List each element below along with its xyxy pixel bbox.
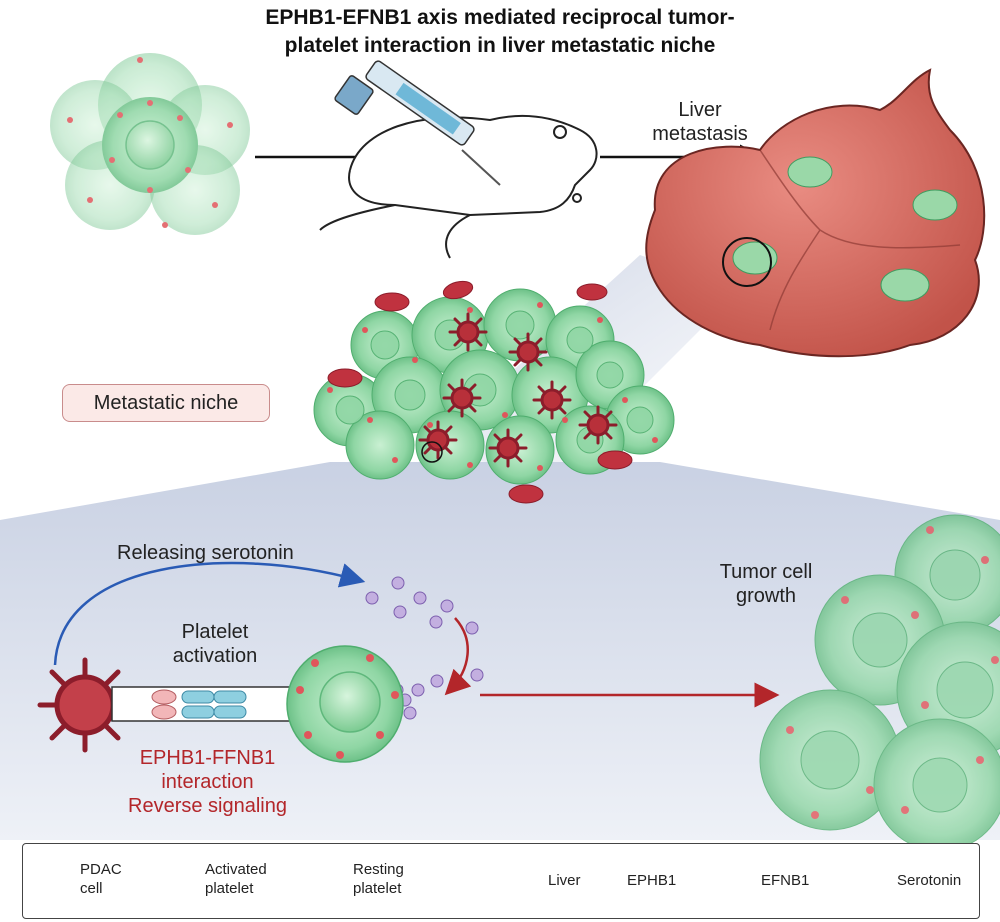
releasing-serotonin-label: Releasing serotonin [117, 542, 294, 564]
title-line-2: platelet interaction in liver metastatic… [284, 34, 716, 57]
liver-metastasis-line-1: Liver [678, 99, 722, 121]
legend-pdac-line-2: cell [80, 880, 103, 897]
receptor-pair [111, 686, 293, 722]
legend-activated-line-1: Activated [205, 861, 267, 878]
legend-serotonin-label: Serotonin [897, 872, 962, 889]
liver-metastasis-line-2: metastasis [652, 123, 748, 145]
legend-efnb1-label: EFNB1 [761, 872, 810, 889]
metastatic-niche-cluster [313, 280, 675, 504]
legend-resting-line-1: Resting [353, 861, 404, 878]
interaction-label: EPHB1-FFNB1 interaction Reverse signalin… [90, 746, 325, 818]
interaction-line-2: interaction [161, 771, 254, 793]
pdac-cell-lower [286, 645, 404, 763]
legend-ephb1-label: EPHB1 [627, 872, 677, 889]
legend-pdac-line-1: PDAC [80, 861, 122, 878]
interaction-line-3: Reverse signaling [128, 795, 287, 817]
legend-resting-line-2: platelet [353, 880, 402, 897]
liver-metastasis-label: Liver metastasis [640, 98, 760, 146]
diagram-title: EPHB1-EFNB1 axis mediated reciprocal tum… [0, 4, 1000, 60]
platelet-activation-line-1: Platelet [181, 621, 249, 643]
legend-pdac-label: PDAC cell [80, 860, 122, 898]
serotonin-uptake-arrow [444, 617, 472, 696]
liver-illustration [645, 68, 986, 358]
lower-panel-background [0, 462, 1000, 840]
mouse-icon [319, 114, 598, 259]
legend-box: PDAC cell Activated platelet Resting pla… [22, 843, 980, 919]
legend-resting-label: Resting platelet [353, 860, 404, 898]
serotonin-release-arrow [53, 561, 366, 666]
interaction-line-1: EPHB1-FFNB1 [139, 747, 276, 769]
tumor-growth-label: Tumor cell growth [696, 560, 836, 608]
syringe-icon [334, 60, 501, 186]
tumor-growth-line-1: Tumor cell [719, 561, 813, 583]
legend-activated-label: Activated platelet [205, 860, 267, 898]
tumor-growth-cluster [759, 514, 1000, 852]
tumor-growth-line-2: growth [735, 585, 797, 607]
platelet-activation-line-2: activation [172, 645, 258, 667]
platelet-activation-label: Platelet activation [150, 620, 280, 668]
title-line-1: EPHB1-EFNB1 axis mediated reciprocal tum… [265, 6, 735, 29]
legend-liver-label: Liver [548, 872, 581, 889]
metastatic-niche-label: Metastatic niche [62, 384, 270, 422]
legend-activated-line-2: platelet [205, 880, 254, 897]
pdac-cluster-source [50, 53, 250, 235]
